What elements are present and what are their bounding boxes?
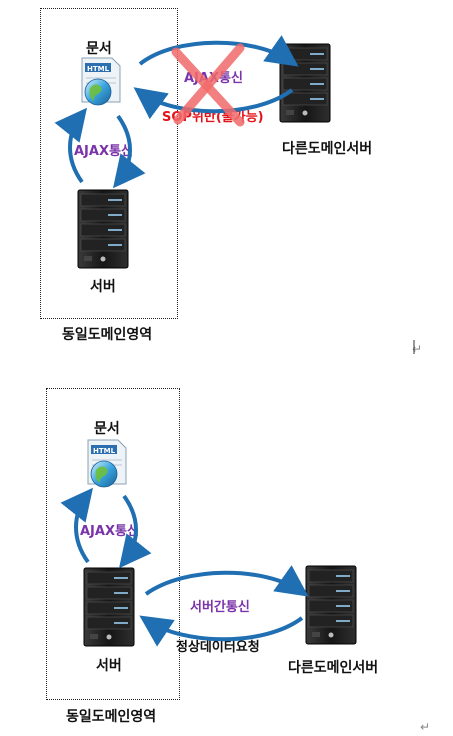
ajax-arrow-up-top <box>54 107 87 184</box>
ajax-arrow-down-top <box>113 114 146 189</box>
server-label-bottom: 서버 <box>96 658 122 674</box>
paragraph-mark-icon: ↵ <box>412 342 423 356</box>
server-tower-icon <box>83 567 135 647</box>
document-label-top: 문서 <box>86 41 112 57</box>
paragraph-mark-icon: ↵ <box>420 720 431 734</box>
other-server-label-bottom: 다른도메인서버 <box>288 660 379 676</box>
region-label-bottom: 동일도메인영역 <box>66 709 157 725</box>
html-badge-bottom: HTML <box>93 447 116 455</box>
server-arrow-left <box>139 615 304 647</box>
same-domain-region-top <box>40 8 178 319</box>
document-label-bottom: 문서 <box>94 421 120 437</box>
region-label-top: 동일도메인영역 <box>62 327 153 343</box>
same-domain-region-bottom <box>46 388 180 700</box>
server-label-top: 서버 <box>90 279 116 295</box>
server-arrow-right <box>144 565 309 597</box>
server-tower-icon <box>305 565 357 645</box>
server-tower-icon <box>279 43 331 123</box>
cross-mark-icon <box>171 43 245 127</box>
server-tower-icon <box>77 189 129 269</box>
normal-request-label: 정상데이터요청 <box>176 640 260 655</box>
ajax-arrow-right-top <box>138 35 299 67</box>
ajax-arrow-left-top <box>133 87 294 120</box>
other-server-label-top: 다른도메인서버 <box>282 141 373 157</box>
server-to-server-label: 서버간통신 <box>190 600 250 615</box>
html-badge-top: HTML <box>87 65 110 73</box>
ajax-arrow-down-bottom <box>119 494 152 569</box>
ajax-arrow-up-bottom <box>60 487 93 564</box>
